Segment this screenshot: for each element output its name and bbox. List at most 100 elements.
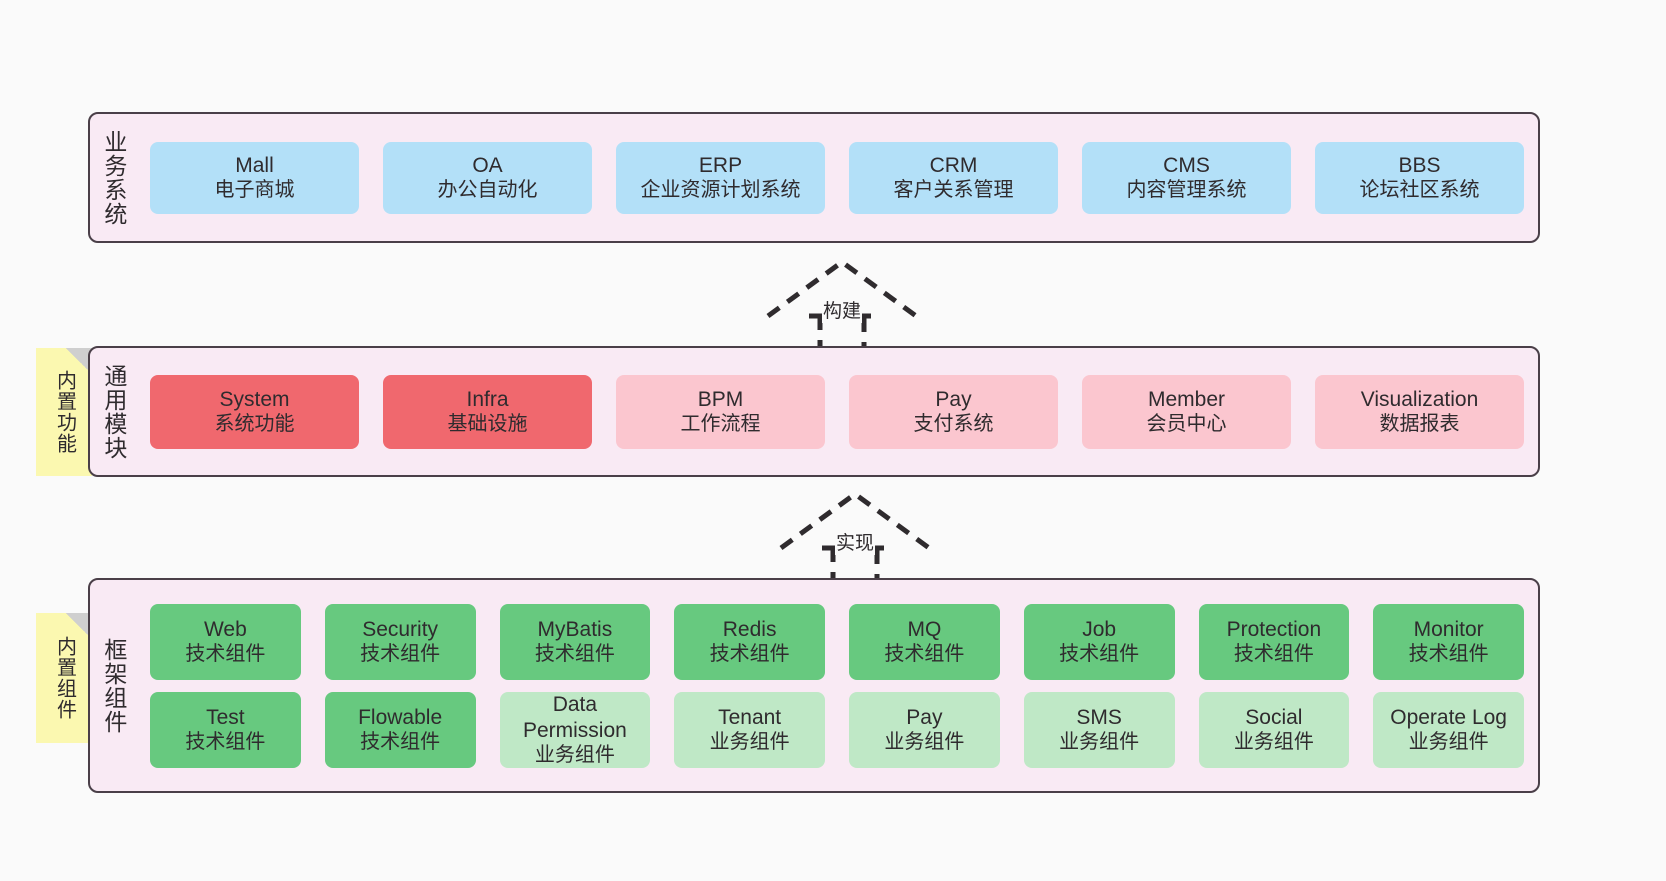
note-builtin-components: 内置组件 bbox=[36, 613, 92, 743]
layer-label-framework: 框架组件 bbox=[100, 637, 127, 734]
box-subtitle: 技术组件 bbox=[534, 643, 615, 666]
box-subtitle: 业务组件 bbox=[709, 731, 790, 754]
box-infra[interactable]: Infra 基础设施 bbox=[383, 374, 592, 449]
arrow-implement-label: 实现 bbox=[834, 528, 876, 555]
box-title: MQ bbox=[907, 617, 942, 641]
box-subtitle: 技术组件 bbox=[360, 643, 441, 666]
box-flowable[interactable]: Flowable 技术组件 bbox=[324, 691, 476, 768]
row-business-systems: Mall 电子商城 OA 办公自动化 ERP 企业资源计划系统 CRM 客户关系… bbox=[150, 141, 1524, 214]
box-member[interactable]: Member 会员中心 bbox=[1082, 374, 1291, 449]
box-sms[interactable]: SMS 业务组件 bbox=[1023, 691, 1175, 768]
box-monitor[interactable]: Monitor 技术组件 bbox=[1373, 603, 1524, 680]
box-job[interactable]: Job 技术组件 bbox=[1023, 603, 1175, 680]
layer-label-business: 业务系统 bbox=[100, 129, 127, 226]
box-redis[interactable]: Redis 技术组件 bbox=[674, 603, 825, 680]
layer-body-business: Mall 电子商城 OA 办公自动化 ERP 企业资源计划系统 CRM 客户关系… bbox=[136, 114, 1538, 241]
box-mybatis[interactable]: MyBatis 技术组件 bbox=[499, 603, 651, 680]
note-label: 内置组件 bbox=[53, 636, 76, 720]
box-subtitle: 会员中心 bbox=[1146, 413, 1227, 436]
box-title: Flowable bbox=[358, 705, 443, 729]
box-title: BPM bbox=[697, 387, 744, 411]
box-title: Tenant bbox=[718, 705, 782, 729]
box-subtitle: 电子商城 bbox=[214, 179, 295, 202]
box-title: Security bbox=[362, 617, 439, 641]
box-title: OA bbox=[472, 153, 503, 177]
box-protection[interactable]: Protection 技术组件 bbox=[1198, 603, 1350, 680]
layer-framework-components: 框架组件 Web 技术组件 Security 技术组件 MyBatis 技术组件… bbox=[88, 578, 1540, 793]
row-general-modules: System 系统功能 Infra 基础设施 BPM 工作流程 Pay 支付系统… bbox=[150, 374, 1524, 449]
box-subtitle: 业务组件 bbox=[1233, 731, 1314, 754]
box-subtitle: 论坛社区系统 bbox=[1359, 179, 1480, 202]
box-social[interactable]: Social 业务组件 bbox=[1198, 691, 1350, 768]
box-pay-component[interactable]: Pay 业务组件 bbox=[849, 691, 1000, 768]
box-subtitle: 数据报表 bbox=[1379, 413, 1460, 436]
box-title: CRM bbox=[929, 153, 978, 177]
box-subtitle: 业务组件 bbox=[534, 743, 615, 766]
row-tech-components: Web 技术组件 Security 技术组件 MyBatis 技术组件 Redi… bbox=[150, 603, 1524, 680]
box-subtitle: 内容管理系统 bbox=[1126, 179, 1247, 202]
box-visualization[interactable]: Visualization 数据报表 bbox=[1315, 374, 1524, 449]
box-cms[interactable]: CMS 内容管理系统 bbox=[1082, 141, 1291, 214]
box-title: Monitor bbox=[1413, 617, 1484, 641]
box-pay-module[interactable]: Pay 支付系统 bbox=[849, 374, 1058, 449]
box-title: Protection bbox=[1226, 617, 1322, 641]
box-test[interactable]: Test 技术组件 bbox=[150, 691, 301, 768]
layer-body-modules: System 系统功能 Infra 基础设施 BPM 工作流程 Pay 支付系统… bbox=[136, 348, 1538, 475]
box-title: Infra bbox=[466, 387, 509, 411]
box-subtitle: 业务组件 bbox=[884, 731, 965, 754]
box-subtitle: 业务组件 bbox=[1408, 731, 1489, 754]
box-title: SMS bbox=[1076, 705, 1122, 729]
box-subtitle: 技术组件 bbox=[884, 643, 965, 666]
box-subtitle: 基础设施 bbox=[447, 413, 528, 436]
box-security[interactable]: Security 技术组件 bbox=[324, 603, 476, 680]
box-subtitle: 技术组件 bbox=[185, 643, 266, 666]
box-bpm[interactable]: BPM 工作流程 bbox=[616, 374, 825, 449]
box-title: MyBatis bbox=[537, 617, 613, 641]
box-subtitle: 系统功能 bbox=[214, 413, 295, 436]
box-title: Pay bbox=[935, 387, 972, 411]
box-title: Mall bbox=[235, 153, 274, 177]
box-title: Data Permission bbox=[522, 693, 627, 742]
box-web[interactable]: Web 技术组件 bbox=[150, 603, 301, 680]
box-title: Social bbox=[1245, 705, 1303, 729]
layer-business-systems: 业务系统 Mall 电子商城 OA 办公自动化 ERP 企业资源计划系统 CRM… bbox=[88, 112, 1540, 243]
box-title: BBS bbox=[1398, 153, 1441, 177]
box-title: Pay bbox=[906, 705, 943, 729]
box-subtitle: 技术组件 bbox=[360, 731, 441, 754]
note-label: 内置功能 bbox=[53, 370, 76, 454]
box-data-permission[interactable]: Data Permission 业务组件 bbox=[499, 691, 651, 768]
row-business-components: Test 技术组件 Flowable 技术组件 Data Permission … bbox=[150, 691, 1524, 768]
arrow-build-label: 构建 bbox=[821, 296, 863, 323]
box-mq[interactable]: MQ 技术组件 bbox=[849, 603, 1000, 680]
box-system[interactable]: System 系统功能 bbox=[150, 374, 359, 449]
arrow-build: 构建 bbox=[762, 256, 922, 353]
layer-body-framework: Web 技术组件 Security 技术组件 MyBatis 技术组件 Redi… bbox=[136, 580, 1538, 791]
box-subtitle: 支付系统 bbox=[913, 413, 994, 436]
box-title: Member bbox=[1147, 387, 1226, 411]
box-subtitle: 客户关系管理 bbox=[893, 179, 1014, 202]
box-title: Test bbox=[206, 705, 245, 729]
box-tenant[interactable]: Tenant 业务组件 bbox=[674, 691, 825, 768]
layer-label-modules: 通用模块 bbox=[100, 363, 127, 460]
box-subtitle: 业务组件 bbox=[1059, 731, 1140, 754]
box-title: Job bbox=[1082, 617, 1117, 641]
box-bbs[interactable]: BBS 论坛社区系统 bbox=[1315, 141, 1524, 214]
box-erp[interactable]: ERP 企业资源计划系统 bbox=[616, 141, 825, 214]
box-title: ERP bbox=[698, 153, 743, 177]
box-title: CMS bbox=[1163, 153, 1210, 177]
box-oa[interactable]: OA 办公自动化 bbox=[383, 141, 592, 214]
box-subtitle: 技术组件 bbox=[1233, 643, 1314, 666]
layer-general-modules: 通用模块 System 系统功能 Infra 基础设施 BPM 工作流程 Pay… bbox=[88, 346, 1540, 477]
box-crm[interactable]: CRM 客户关系管理 bbox=[849, 141, 1058, 214]
box-title: Operate Log bbox=[1390, 705, 1507, 729]
box-subtitle: 企业资源计划系统 bbox=[640, 179, 801, 202]
box-subtitle: 技术组件 bbox=[709, 643, 790, 666]
box-mall[interactable]: Mall 电子商城 bbox=[150, 141, 359, 214]
note-builtin-functions: 内置功能 bbox=[36, 348, 92, 476]
box-subtitle: 技术组件 bbox=[185, 731, 266, 754]
box-title: Redis bbox=[722, 617, 777, 641]
box-operate-log[interactable]: Operate Log 业务组件 bbox=[1373, 691, 1524, 768]
box-subtitle: 工作流程 bbox=[680, 413, 761, 436]
box-subtitle: 技术组件 bbox=[1059, 643, 1140, 666]
box-title: Web bbox=[203, 617, 247, 641]
